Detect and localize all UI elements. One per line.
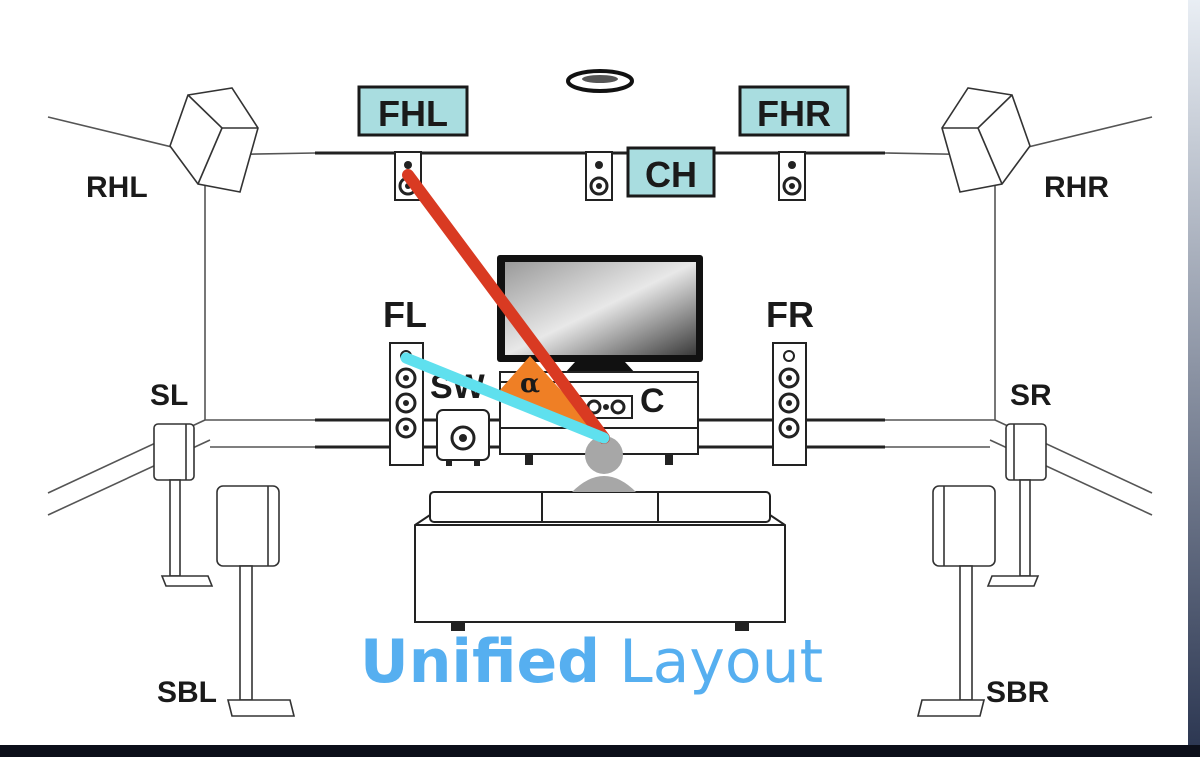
ch-label: CH bbox=[645, 154, 697, 195]
sr-speaker-icon bbox=[986, 423, 1047, 587]
title-rest: Layout bbox=[619, 627, 824, 697]
alpha-label: α bbox=[520, 369, 540, 399]
c-label: C bbox=[640, 382, 665, 420]
sbl-speaker-icon bbox=[216, 485, 296, 717]
sbr-label: SBR bbox=[986, 676, 1050, 709]
red-line bbox=[402, 169, 610, 444]
angle-wedge bbox=[500, 356, 604, 438]
fl-label: FL bbox=[383, 294, 427, 335]
angle-indicator: α bbox=[400, 169, 610, 444]
sbl-label: SBL bbox=[157, 676, 217, 709]
fhr-label-box: FHR bbox=[738, 85, 850, 137]
rhl-label: RHL bbox=[86, 171, 148, 204]
tv-icon bbox=[497, 255, 703, 374]
fhl-label-box: FHL bbox=[357, 85, 469, 137]
rhl-speaker-icon bbox=[169, 87, 259, 193]
fhr-speaker-icon bbox=[778, 151, 806, 201]
fr-speaker-icon bbox=[772, 342, 807, 466]
subwoofer-icon bbox=[436, 409, 490, 466]
rhr-label: RHR bbox=[1044, 171, 1109, 204]
title-bold: Unified bbox=[360, 627, 601, 697]
sl-label: SL bbox=[150, 379, 188, 412]
ceiling-light-icon bbox=[566, 69, 634, 93]
edge-strip bbox=[1188, 0, 1200, 757]
sbr-speaker-icon bbox=[916, 485, 996, 717]
cyan-line bbox=[400, 352, 610, 444]
ch-speaker-icon bbox=[585, 151, 613, 201]
sl-speaker-icon bbox=[153, 423, 214, 587]
diagram-title: Unified Layout bbox=[360, 622, 880, 702]
fhl-label: FHL bbox=[378, 93, 448, 134]
sr-label: SR bbox=[1010, 379, 1052, 412]
ch-label-box: CH bbox=[626, 146, 716, 198]
listener-head bbox=[572, 436, 636, 492]
rhr-speaker-icon bbox=[941, 87, 1031, 193]
fr-label: FR bbox=[766, 294, 814, 335]
fhr-label: FHR bbox=[757, 93, 831, 134]
bottom-bar bbox=[0, 745, 1200, 757]
sofa bbox=[414, 491, 786, 631]
